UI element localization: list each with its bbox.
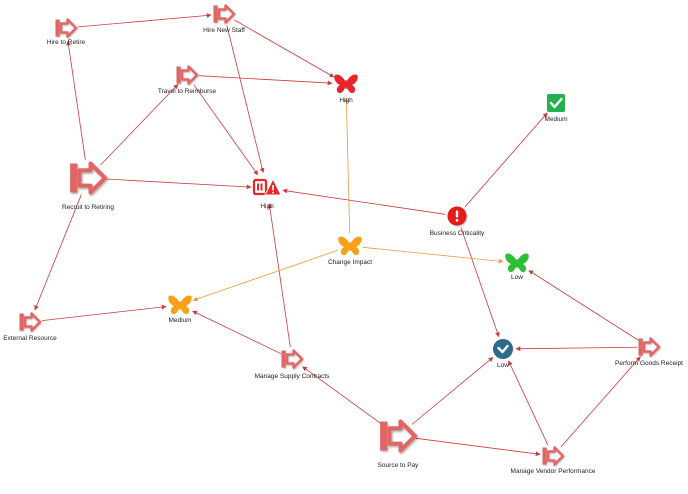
edge-manage_supply-to-medium_orange_butterfly [192,310,282,355]
edge-perform_goods-to-low_green_butterfly [528,270,640,341]
node-hire-new-staff[interactable] [212,4,236,24]
edge-manage_vendor-to-low_check_circle [508,360,549,446]
edge-external_resource-to-medium_orange_butterfly [41,304,167,321]
node-label-low-green-butterfly: Low [511,274,523,281]
edge-recruit_to_retiring-to-hire_to_retire [66,40,86,161]
node-label-manage-vendor: Manage Vendor Performance [510,468,596,475]
butterfly-icon [168,295,192,315]
node-change-impact[interactable] [338,236,362,256]
node-label-hire-to-retire: Hire to Retire [46,39,86,46]
node-low-green-butterfly[interactable] [505,253,529,273]
process-arrow-icon [280,349,304,369]
edge-hire_new_staff-to-high_warning [226,25,265,173]
edge-source_to_pay-to-manage_vendor [415,437,541,457]
node-manage-supply[interactable] [280,349,304,369]
edge-source_to_pay-to-manage_supply [302,366,384,426]
butterfly-icon [334,74,358,94]
process-arrow-icon [637,337,661,357]
process-arrow-icon [212,4,236,24]
edge-source_to_pay-to-low_check_circle [411,356,494,425]
process-arrow-icon [71,164,105,193]
node-label-travel-to-reimburse: Travel to Reimburse [157,88,217,95]
edge-business_criticality-to-high_warning [282,188,446,215]
check-square-icon [547,94,565,112]
warning-icon [252,178,282,196]
node-hire-to-retire[interactable] [54,18,78,38]
process-arrow-icon [54,18,78,38]
edge-recruit_to_retiring-to-travel_to_reimburse [100,84,179,166]
edge-travel_to_reimburse-to-high_red_butterfly [198,75,333,86]
edge-change_impact-to-low_green_butterfly [362,246,504,264]
butterfly-icon [338,236,362,256]
node-external-resource[interactable] [18,312,42,332]
node-business-criticality[interactable] [447,206,467,226]
node-medium-orange-butterfly[interactable] [168,295,192,315]
process-arrow-icon [541,446,565,466]
node-label-medium-check: Medium [544,116,568,123]
node-label-external-resource: External Resource [3,335,57,342]
node-source-to-pay[interactable] [381,422,415,451]
check-circle-icon [493,339,513,359]
process-arrow-icon [381,422,415,451]
node-label-source-to-pay: Source to Pay [377,462,419,469]
node-perform-goods[interactable] [637,337,661,357]
node-manage-vendor[interactable] [541,446,565,466]
node-travel-to-reimburse[interactable] [175,65,199,85]
edge-business_criticality-to-medium_check [464,112,548,208]
node-label-business-criticality: Business Criticality [429,230,485,237]
process-arrow-icon [18,312,42,332]
edge-recruit_to_retiring-to-external_resource [34,194,82,311]
edge-recruit_to_retiring-to-high_warning [105,178,252,190]
node-label-low-check-circle: Low [497,362,509,369]
node-high-warning[interactable] [252,178,282,196]
edge-hire_new_staff-to-high_red_butterfly [234,19,335,78]
edge-manage_vendor-to-perform_goods [560,356,641,448]
node-medium-check[interactable] [547,94,565,112]
node-label-perform-goods: Perform Goods Receipt [615,360,683,367]
edge-change_impact-to-high_red_butterfly [344,97,351,234]
edge-manage_supply-to-high_warning [267,203,291,348]
edge-perform_goods-to-low_check_circle [515,346,638,352]
node-label-change-impact: Change Impact [327,259,373,266]
edge-travel_to_reimburse-to-high_warning [193,84,259,176]
node-label-manage-supply: Manage Supply Contracts [254,373,330,380]
exclamation-circle-icon [447,206,467,226]
edge-change_impact-to-medium_orange_butterfly [192,249,338,302]
node-label-recruit-to-retiring: Recruit to Retiring [61,204,115,211]
node-recruit-to-retiring[interactable] [71,164,105,193]
process-arrow-icon [175,65,199,85]
edge-hire_to_retire-to-hire_new_staff [77,13,212,28]
butterfly-icon [505,253,529,273]
node-label-high-red-butterfly: High [339,97,353,104]
node-high-red-butterfly[interactable] [334,74,358,94]
edge-business_criticality-to-low_check_circle [460,227,500,338]
node-label-high-warning: High [260,203,274,210]
node-low-check-circle[interactable] [493,339,513,359]
node-label-hire-new-staff: Hire New Staff [203,27,245,34]
node-label-medium-orange-butterfly: Medium [168,317,192,324]
